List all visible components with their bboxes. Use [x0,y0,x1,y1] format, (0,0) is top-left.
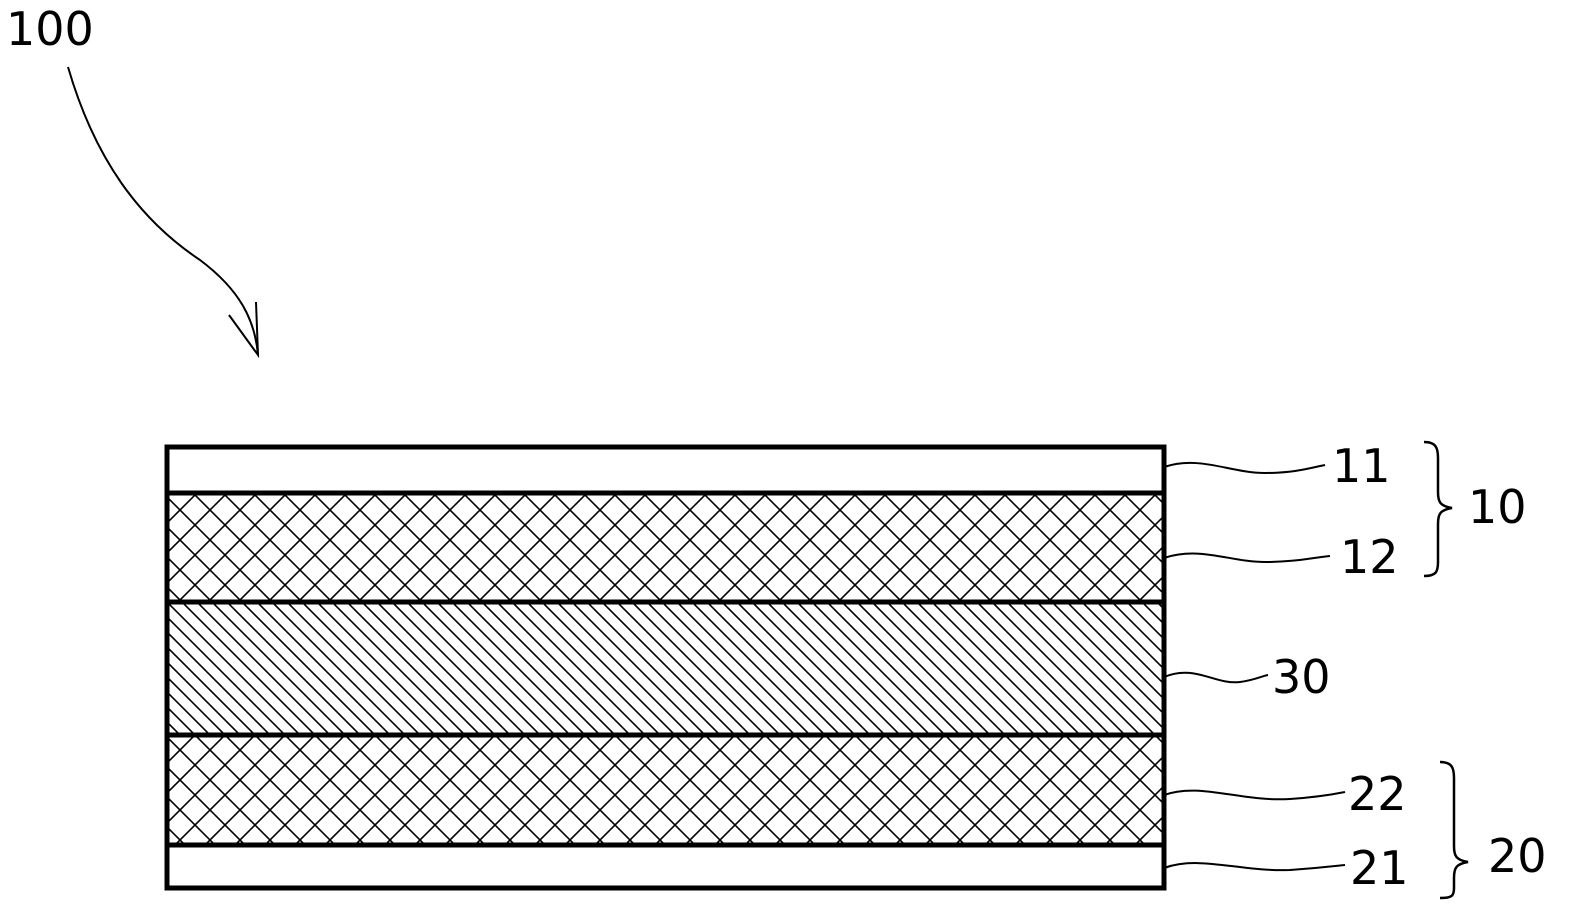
layer-12-label: 12 [1340,530,1399,584]
layer-21-label: 21 [1350,841,1409,895]
assembly-leader-arrow [67,66,259,356]
layer-11 [167,447,1164,493]
layer-22-label: 22 [1348,767,1407,821]
layer-22 [167,735,1164,845]
group-20-label: 20 [1488,829,1547,883]
leader-line-30 [1163,671,1269,684]
group-20-brace [1439,760,1469,900]
group-10-brace [1423,440,1453,578]
leader-line-21 [1163,862,1346,872]
layer-30 [167,602,1164,735]
layer-21 [167,845,1164,888]
layer-12 [167,493,1164,602]
assembly-label: 100 [6,2,94,56]
assembly-arrowhead [228,301,260,359]
leader-line-22 [1163,789,1346,801]
leader-line-11 [1163,461,1326,475]
laminate-outline [164,444,1167,891]
layer-30-label: 30 [1272,650,1331,704]
group-10-label: 10 [1468,480,1527,534]
layer-11-label: 11 [1332,439,1391,493]
leader-line-12 [1163,552,1331,564]
